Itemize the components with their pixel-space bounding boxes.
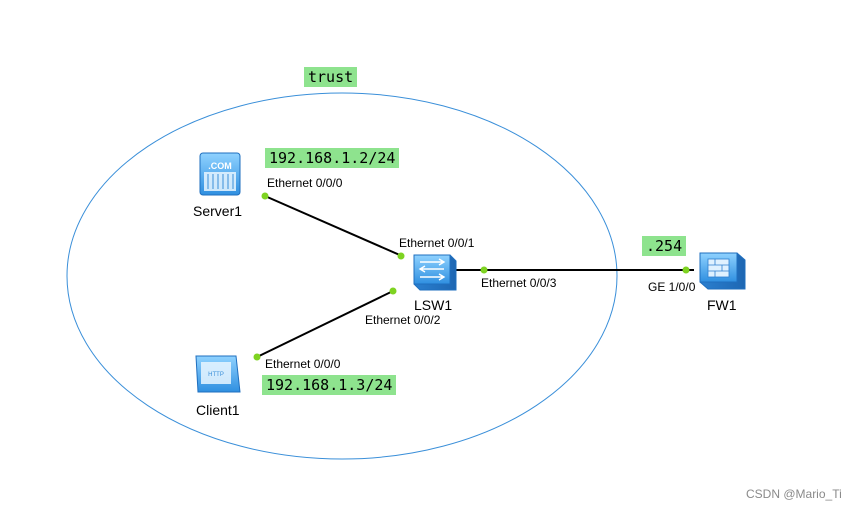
switch-name: LSW1 xyxy=(414,297,453,313)
client-pc-icon[interactable]: HTTP xyxy=(195,355,241,393)
switch-port1-label: Ethernet 0/0/1 xyxy=(399,236,475,250)
server-ip-tag: 192.168.1.2/24 xyxy=(265,148,400,168)
watermark: CSDN @Mario_Ti xyxy=(746,487,842,501)
firewall-icon[interactable] xyxy=(699,252,746,290)
firewall-name: FW1 xyxy=(707,297,737,313)
client-icon-text: HTTP xyxy=(208,372,224,378)
port-dot-firewall xyxy=(682,266,690,274)
firewall-port-label: GE 1/0/0 xyxy=(648,280,696,294)
client-port-label: Ethernet 0/0/0 xyxy=(265,357,341,371)
port-dot-switch-p1 xyxy=(397,252,405,260)
trust-zone-boundary xyxy=(66,92,618,460)
client-name: Client1 xyxy=(196,402,240,418)
port-dot-server xyxy=(261,192,269,200)
switch-port2-label: Ethernet 0/0/2 xyxy=(365,313,441,327)
trust-zone-label: trust xyxy=(304,67,358,87)
link-client-switch[interactable] xyxy=(256,290,394,358)
client-ip-tag: 192.168.1.3/24 xyxy=(262,375,397,395)
server-port-label: Ethernet 0/0/0 xyxy=(267,176,343,190)
switch-port3-label: Ethernet 0/0/3 xyxy=(481,276,557,290)
server-name: Server1 xyxy=(193,203,243,219)
server-icon-text: .COM xyxy=(208,161,232,171)
port-dot-switch-p2 xyxy=(389,287,397,295)
port-dot-switch-p3 xyxy=(480,266,488,274)
server-icon[interactable]: .COM xyxy=(199,152,241,196)
link-server-switch[interactable] xyxy=(264,195,403,257)
firewall-ip-tag: .254 xyxy=(642,236,687,256)
port-dot-client xyxy=(253,353,261,361)
switch-icon[interactable] xyxy=(413,254,457,291)
